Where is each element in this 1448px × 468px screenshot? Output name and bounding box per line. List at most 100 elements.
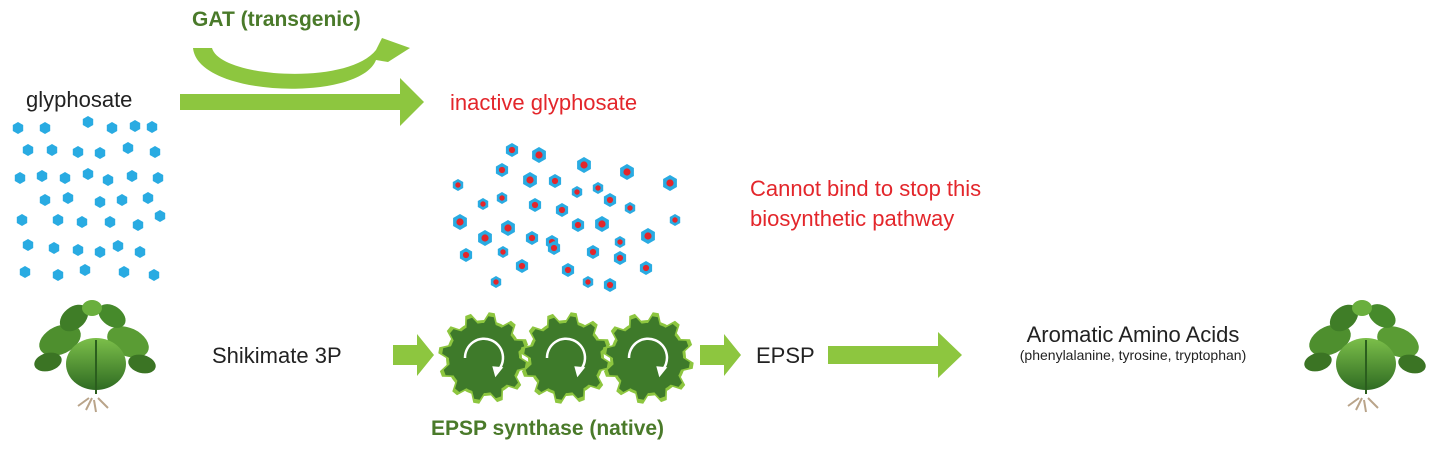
inactive-glyphosate-label: inactive glyphosate [450, 90, 638, 115]
inactive-marker-dot [528, 234, 536, 242]
rotation-arrow-icon [545, 337, 587, 373]
gat-transgenic-label: GAT (transgenic) [192, 8, 361, 31]
inactive-marker-dot [598, 220, 606, 228]
inactive-marker-dot [617, 239, 623, 245]
glyphosate-molecule-icon [102, 174, 114, 186]
cannot-bind-note: Cannot bind to stop this biosynthetic pa… [750, 174, 981, 234]
inactive-marker-dot [627, 205, 633, 211]
glyphosate-molecule-icon [14, 172, 26, 184]
rotation-arrow-icon [463, 337, 505, 373]
inactive-marker-dot [672, 217, 678, 223]
inactive-marker-dot [462, 251, 470, 259]
glyphosate-molecule-icon [148, 269, 160, 281]
glyphosate-molecule-icon [132, 219, 144, 231]
plant-icon [1304, 300, 1426, 413]
glyphosate-molecule-icon [79, 264, 91, 276]
aromatic-amino-acids-label: Aromatic Amino Acids [1026, 322, 1240, 347]
inactive-marker-dot [574, 221, 582, 229]
inactive-marker-dot [481, 234, 489, 242]
inactive-marker-dot [616, 254, 624, 262]
cannot-bind-line-1: Cannot bind to stop this [750, 176, 982, 201]
glyphosate-molecule-icon [72, 146, 84, 158]
inactive-marker-dot [666, 179, 674, 187]
glyphosate-molecule-icon [116, 194, 128, 206]
glyphosate-molecule-icon [76, 216, 88, 228]
inactive-marker-dot [574, 189, 580, 195]
inactive-marker-dot [500, 249, 506, 255]
inactive-marker-dot [551, 177, 559, 185]
glyphosate-molecule-icon [154, 210, 166, 222]
inactive-marker-dot [642, 264, 650, 272]
glyphosate-molecule-icon [59, 172, 71, 184]
glyphosate-molecule-icon [146, 121, 158, 133]
glyphosate-molecules [12, 116, 166, 281]
glyphosate-molecule-icon [82, 116, 94, 128]
inactive-marker-dot [606, 196, 614, 204]
inactive-marker-dot [498, 166, 506, 174]
glyphosate-molecule-icon [152, 172, 164, 184]
epsp-to-aromatic-arrow [828, 332, 962, 378]
inactive-marker-dot [623, 168, 631, 176]
rotation-arrow-icon [627, 337, 669, 373]
glyphosate-molecule-icon [39, 122, 51, 134]
plant-icon [34, 300, 156, 413]
glyphosate-molecule-icon [129, 120, 141, 132]
glyphosate-molecule-icon [22, 144, 34, 156]
inactive-marker-dot [580, 161, 588, 169]
glyphosate-molecule-icon [94, 196, 106, 208]
glyphosate-molecule-icon [82, 168, 94, 180]
inactive-marker-dot [558, 206, 566, 214]
glyphosate-molecule-icon [46, 144, 58, 156]
inactive-glyphosate-molecules [452, 143, 681, 292]
inactive-marker-dot [564, 266, 572, 274]
glyphosate-molecule-icon [62, 192, 74, 204]
glyphosate-molecule-icon [104, 216, 116, 228]
glyphosate-molecule-icon [94, 246, 106, 258]
glyphosate-label: glyphosate [26, 87, 133, 112]
inactive-marker-dot [508, 146, 516, 154]
glyphosate-molecule-icon [112, 240, 124, 252]
glyphosate-molecule-icon [12, 122, 24, 134]
glyphosate-molecule-icon [149, 146, 161, 158]
inactive-marker-dot [456, 218, 464, 226]
gear-body [524, 316, 608, 400]
inactive-marker-dot [606, 281, 614, 289]
rotation-arrowhead [574, 366, 586, 378]
epsp-synthase-gears [438, 312, 694, 404]
rotation-arrowhead [656, 366, 668, 378]
aromatic-amino-acids-list: (phenylalanine, tyrosine, tryptophan) [1019, 347, 1247, 363]
glyphosate-molecule-icon [22, 239, 34, 251]
inactive-marker-dot [518, 262, 526, 270]
glyphosate-molecule-icon [36, 170, 48, 182]
glyphosate-molecule-icon [52, 214, 64, 226]
cannot-bind-line-2: biosynthetic pathway [750, 206, 955, 231]
gear-body [442, 316, 526, 400]
inactive-marker-dot [595, 185, 601, 191]
epsp-label: EPSP [756, 343, 815, 368]
glyphosate-molecule-icon [134, 246, 146, 258]
inactive-marker-dot [589, 248, 597, 256]
inactive-marker-dot [455, 182, 461, 188]
inactive-marker-dot [480, 201, 486, 207]
gat-curved-arrow [193, 38, 410, 89]
gear-body [606, 316, 690, 400]
glyphosate-molecule-icon [72, 244, 84, 256]
inactive-marker-dot [550, 244, 558, 252]
inactive-marker-dot [493, 279, 499, 285]
inactive-marker-dot [499, 195, 505, 201]
glyphosate-molecule-icon [106, 122, 118, 134]
inactive-marker-dot [585, 279, 591, 285]
inactive-marker-dot [531, 201, 539, 209]
glyphosate-molecule-icon [19, 266, 31, 278]
shikimate-3p-label: Shikimate 3P [212, 343, 342, 368]
glyphosate-molecule-icon [142, 192, 154, 204]
glyphosate-molecule-icon [126, 170, 138, 182]
inactive-marker-dot [526, 176, 534, 184]
glyphosate-molecule-icon [118, 266, 130, 278]
rotation-arrowhead [492, 366, 504, 378]
glyphosate-molecule-icon [52, 269, 64, 281]
glyphosate-molecule-icon [16, 214, 28, 226]
glyphosate-molecule-icon [39, 194, 51, 206]
epsp-synthase-label: EPSP synthase (native) [431, 417, 665, 440]
